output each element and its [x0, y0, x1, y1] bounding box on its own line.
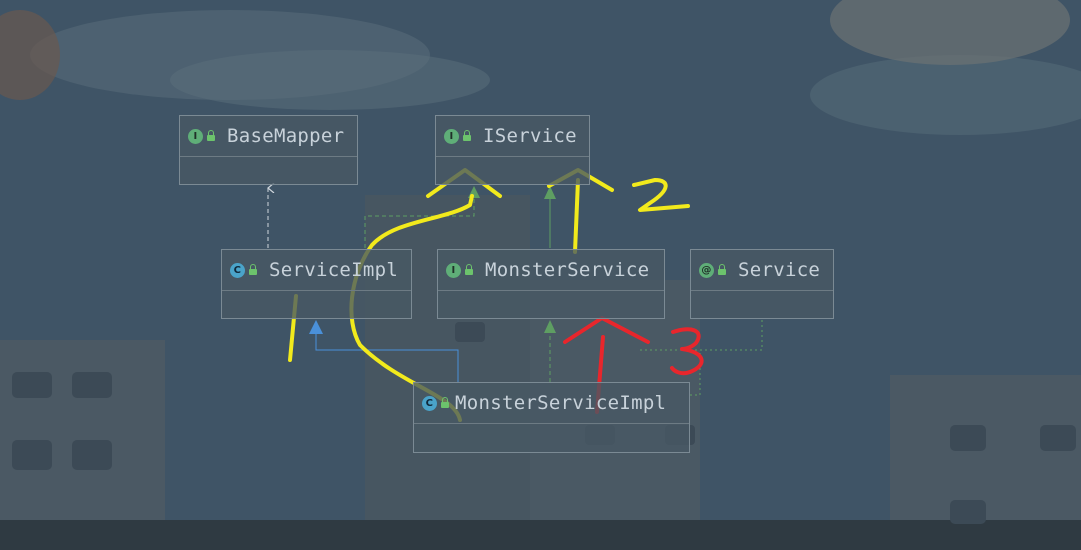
- node-service-impl[interactable]: C ServiceImpl: [221, 249, 412, 319]
- lock-icon: [207, 130, 215, 141]
- annotation-icon: @: [699, 262, 714, 278]
- lock-icon: [249, 264, 257, 275]
- node-label: MonsterService: [485, 259, 650, 281]
- node-iservice[interactable]: I IService: [435, 115, 590, 185]
- node-label: BaseMapper: [227, 125, 345, 147]
- node-monster-service[interactable]: I MonsterService: [437, 249, 665, 319]
- node-base-mapper[interactable]: I BaseMapper: [179, 115, 358, 185]
- node-label: Service: [738, 259, 821, 281]
- interface-icon: I: [188, 128, 203, 144]
- node-monster-service-impl[interactable]: C MonsterServiceImpl: [413, 382, 690, 453]
- interface-icon: I: [444, 128, 459, 144]
- class-icon: C: [230, 262, 245, 278]
- lock-icon: [463, 130, 471, 141]
- lock-icon: [465, 264, 473, 275]
- node-service-annotation[interactable]: @ Service: [690, 249, 834, 319]
- node-label: MonsterServiceImpl: [455, 392, 667, 414]
- lock-icon: [441, 397, 449, 408]
- node-label: IService: [483, 125, 577, 147]
- node-label: ServiceImpl: [269, 259, 399, 281]
- class-icon: C: [422, 395, 437, 411]
- interface-icon: I: [446, 262, 461, 278]
- lock-icon: [718, 264, 726, 275]
